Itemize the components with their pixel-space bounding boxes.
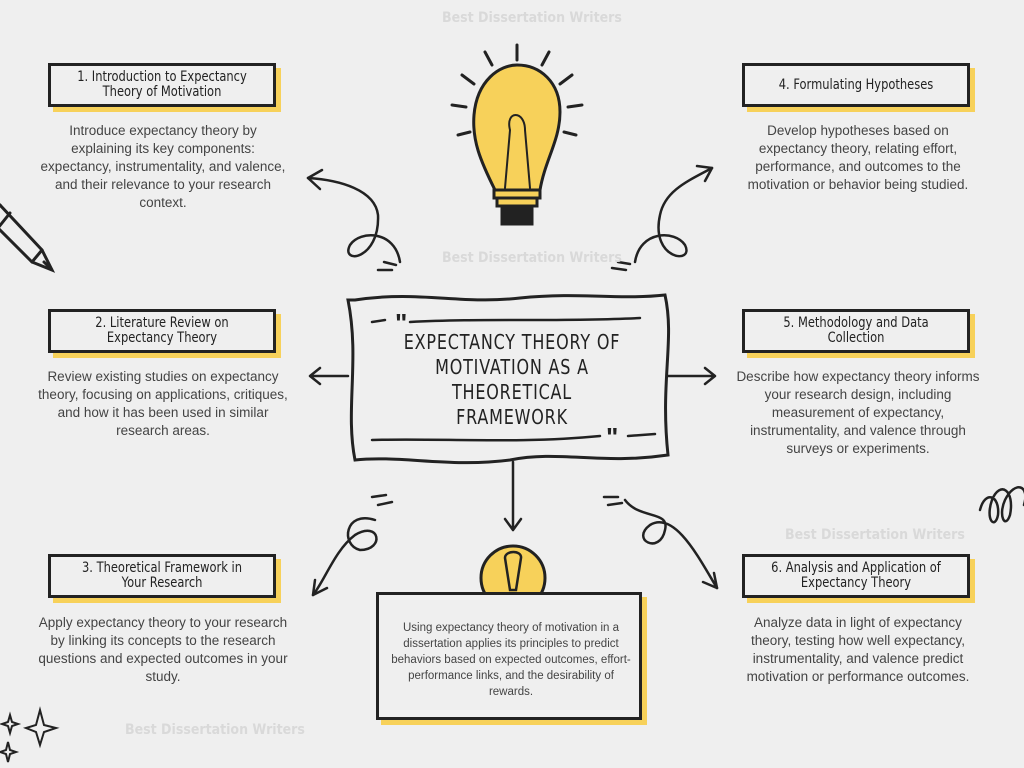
center-title-line: THEORETICAL FRAMEWORK [451,380,573,429]
section-1-title-box: 1. Introduction to Expectancy Theory of … [48,63,276,107]
section-1-body: Introduce expectancy theory by explainin… [40,123,286,210]
section-6-title-box: 6. Analysis and Application of Expectanc… [742,554,970,598]
center-frame [346,293,671,465]
section-4-body: Develop hypotheses based on expectancy t… [747,123,969,192]
section-3-title-box: 3. Theoretical Framework in Your Researc… [48,554,276,598]
section-5-title-box: 5. Methodology and Data Collection [742,309,970,353]
sparkle-icon [0,706,60,763]
center-title-line: MOTIVATION AS A [435,355,589,379]
connector-arrows [306,164,719,597]
section-title: 3. Theoretical Framework in Your Researc… [81,560,243,591]
section-2-body: Review existing studies on expectancy th… [38,369,288,438]
section-5-body: Describe how expectancy theory informs y… [736,369,980,456]
section-title: 4. Formulating Hypotheses [778,76,934,93]
section-title: 1. Introduction to Expectancy Theory of … [77,69,247,100]
section-6-body: Analyze data in light of expectancy theo… [746,615,970,684]
center-title: EXPECTANCY THEORY OF MOTIVATION AS A THE… [372,330,652,430]
section-3-body: Apply expectancy theory to your research… [38,615,288,684]
watermark: Best Dissertation Writers [442,10,622,26]
section-title: 5. Methodology and Data Collection [783,315,929,346]
spiral-doodle [978,486,1024,524]
summary-box [376,592,642,720]
svg-text:": " [606,422,618,452]
lightbulb-icon [450,43,584,226]
section-2-title-box: 2. Literature Review on Expectancy Theor… [48,309,276,353]
section-4-title-box: 4. Formulating Hypotheses [742,63,970,107]
watermark: Best Dissertation Writers [785,527,965,543]
section-title: 6. Analysis and Application of Expectanc… [771,560,941,591]
section-title: 2. Literature Review on Expectancy Theor… [95,315,229,346]
pencil-icon [0,203,56,273]
summary-text: Using expectancy theory of motivation in… [391,622,631,698]
center-title-line: EXPECTANCY THEORY OF [403,330,621,354]
watermark: Best Dissertation Writers [125,722,305,738]
svg-text:": " [395,308,407,338]
watermark: Best Dissertation Writers [442,250,622,266]
